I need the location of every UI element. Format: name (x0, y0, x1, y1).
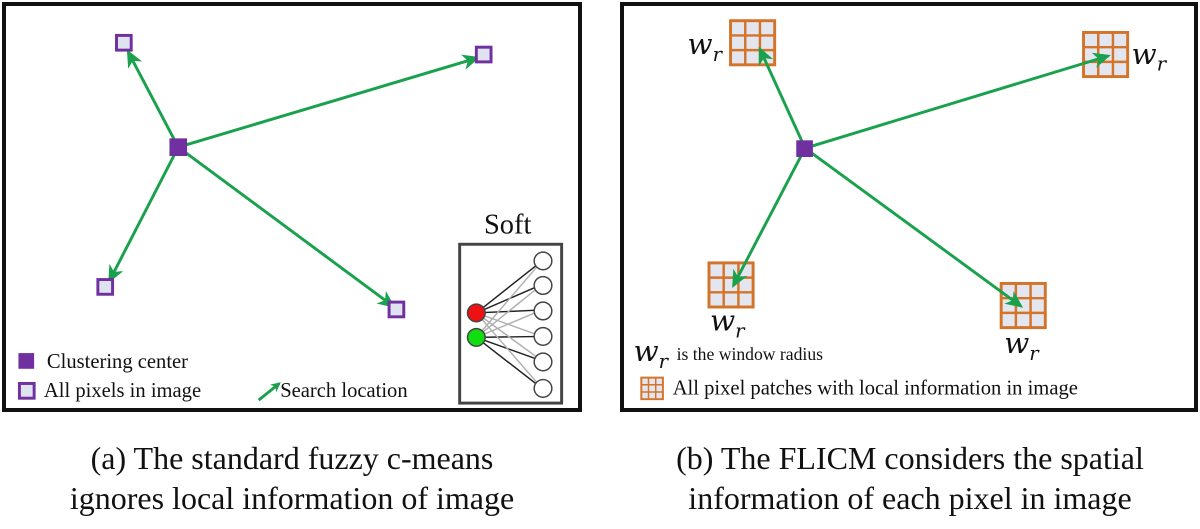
panel-flicm: wr wr wr wr wr is the window radius All … (620, 2, 1198, 412)
pixel-patch (729, 19, 777, 67)
legend-patch-label: All pixel patches with local information… (673, 377, 1078, 399)
search-arrow (804, 146, 1024, 308)
search-arrow (758, 46, 807, 149)
legend-center-swatch (18, 353, 35, 369)
legend-arrow-icon (257, 382, 281, 402)
legend-pixel-swatch (17, 382, 36, 400)
caption-a-line2: ignores local information of image (69, 480, 515, 516)
pixel-square (115, 33, 133, 52)
panel-fuzzy-c-means: Soft (2, 2, 582, 412)
clustering-center (169, 138, 188, 157)
search-arrow (177, 146, 396, 308)
pixel-patch (999, 282, 1047, 330)
caption-a: (a) The standard fuzzy c-means ignores l… (2, 438, 582, 518)
legend-radius-label: is the window radius (677, 344, 824, 364)
window-radius-label: wr (687, 27, 723, 66)
pixel-square (387, 300, 406, 319)
caption-a-line1: (a) The standard fuzzy c-means (90, 440, 494, 476)
pixel-square (96, 278, 115, 296)
window-radius-label: wr (1004, 326, 1040, 365)
fcm-diagram: Soft (17, 33, 564, 405)
search-arrow (804, 52, 1111, 150)
pixel-patch (1082, 31, 1130, 79)
flicm-diagram: wr wr wr wr wr is the window radius All … (633, 19, 1168, 401)
legend-pixel-label: All pixels in image (44, 380, 201, 402)
caption-b-line1: (b) The FLICM considers the spatial (676, 440, 1144, 476)
search-arrow (108, 146, 180, 284)
soft-network (466, 251, 553, 398)
legend-patch-icon (640, 376, 664, 401)
search-arrow (732, 147, 807, 289)
pixel-square (474, 45, 493, 64)
clustering-center (796, 140, 813, 157)
caption-b-line2: information of each pixel in image (688, 480, 1132, 516)
search-arrow (177, 54, 481, 149)
legend-radius-symbol: wr (633, 334, 669, 373)
window-radius-label: wr (710, 304, 746, 343)
search-arrow (126, 49, 180, 148)
legend-search-label: Search location (280, 380, 407, 402)
window-radius-label: wr (1132, 37, 1168, 76)
caption-b: (b) The FLICM considers the spatial info… (620, 438, 1200, 518)
legend-center-label: Clustering center (47, 351, 188, 373)
pixel-patch (707, 261, 755, 309)
soft-label: Soft (484, 209, 531, 240)
